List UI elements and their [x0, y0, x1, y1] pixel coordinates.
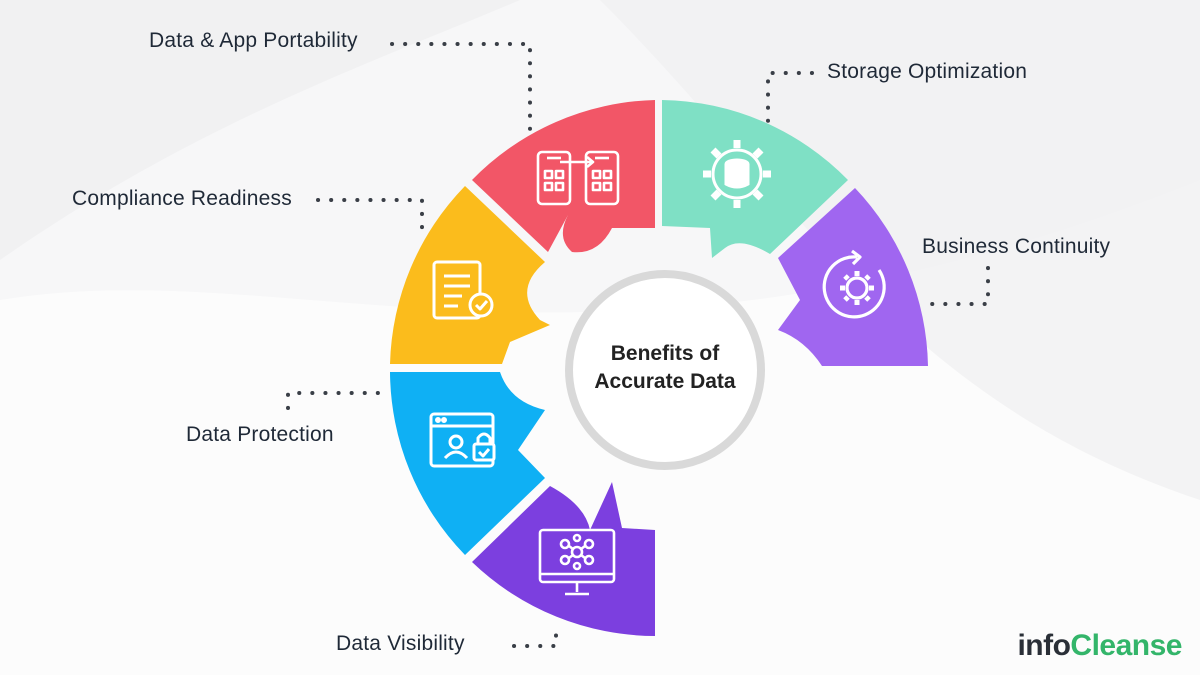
- app-transfer-icon: [536, 150, 620, 206]
- brand-logo: infoCleanse: [1017, 629, 1182, 663]
- document-check-icon: [432, 260, 494, 320]
- leader-data-visibility: [512, 624, 558, 648]
- center-title-line2: Accurate Data: [594, 370, 736, 393]
- network-monitor-icon: [538, 528, 616, 596]
- leader-data-protection: [286, 391, 380, 410]
- segment-data-protection: [390, 372, 545, 555]
- gear-cycle-icon: [822, 249, 886, 319]
- leader-lines: [286, 42, 990, 648]
- segment-data-visibility: [472, 482, 655, 636]
- label-data-protection: Data Protection: [186, 423, 334, 446]
- leader-compliance-readiness: [316, 198, 424, 242]
- label-business-continuity: Business Continuity: [922, 235, 1111, 258]
- brand-logo-part2: Cleanse: [1070, 629, 1182, 662]
- center-title-line1: Benefits of: [610, 342, 720, 365]
- label-data-app-portability: Data & App Portability: [149, 29, 358, 52]
- label-compliance-readiness: Compliance Readiness: [72, 187, 292, 210]
- user-lock-icon: [429, 412, 496, 468]
- segment-business-continuity: [778, 188, 928, 366]
- database-gear-icon: [703, 140, 771, 208]
- label-data-visibility: Data Visibility: [336, 632, 465, 655]
- brand-logo-part1: info: [1017, 629, 1071, 662]
- center-title: Benefits of Accurate Data: [560, 340, 770, 396]
- leader-data-app-portability: [390, 42, 532, 132]
- segment-storage-optimization: [662, 100, 848, 258]
- center-circle: [565, 270, 765, 470]
- label-storage-optimization: Storage Optimization: [827, 60, 1028, 83]
- leader-storage-optimization: [766, 71, 814, 124]
- leader-business-continuity: [926, 266, 990, 306]
